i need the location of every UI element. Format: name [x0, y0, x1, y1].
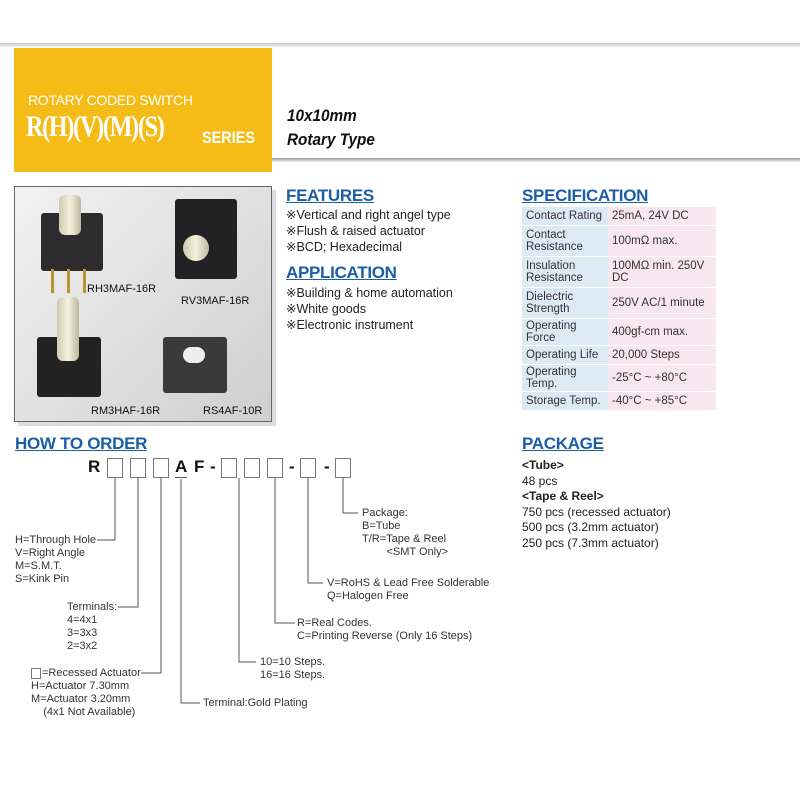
code-dash: -	[289, 457, 295, 476]
package-options: Package: B=Tube T/R=Tape & Reel <SMT Onl…	[362, 507, 448, 558]
spec-value: 25mA, 24V DC	[608, 207, 716, 225]
code-box-steps	[221, 458, 237, 478]
banner-subtitle: ROTARY CODED SWITCH	[28, 92, 193, 108]
code-box-rohs	[300, 458, 316, 478]
code-box-mount	[107, 458, 123, 478]
tube-qty: 48 pcs	[522, 473, 558, 488]
terminal-options: Terminals: 4=4x1 3=3x3 2=3x2	[67, 601, 118, 652]
feature-item: ※Flush & raised actuator	[286, 224, 426, 238]
photo-label: RS4AF-10R	[203, 405, 263, 417]
reel-label: <Tape & Reel>	[522, 489, 604, 504]
spec-row: Operating Temp.-25°C ~ +80°C	[522, 365, 716, 391]
code-a: A	[175, 457, 188, 478]
actuator-options: =Recessed Actuator H=Actuator 7.30mm M=A…	[31, 667, 141, 718]
reel-qty: 500 pcs (3.2mm actuator)	[522, 520, 659, 535]
code-dash: -	[324, 457, 330, 476]
feature-item: ※Vertical and right angel type	[286, 208, 451, 222]
application-item: ※Electronic instrument	[286, 318, 414, 332]
reel-qty: 250 pcs (7.3mm actuator)	[522, 535, 659, 550]
spec-label: Operating Force	[522, 319, 608, 345]
spec-label: Contact Resistance	[522, 226, 608, 256]
steps-options: 10=10 Steps. 16=16 Steps.	[260, 656, 326, 681]
code-box-codes	[267, 458, 283, 478]
spec-label: Storage Temp.	[522, 392, 608, 410]
package-heading: PACKAGE	[522, 434, 604, 453]
specification-heading: SPECIFICATION	[522, 186, 649, 205]
spec-label: Contact Rating	[522, 207, 608, 225]
code-prefix: R	[88, 457, 101, 476]
code-options: R=Real Codes. C=Printing Reverse (Only 1…	[297, 617, 473, 642]
title-banner: ROTARY CODED SWITCH R(H)(V)(M)(S) SERIES	[14, 48, 272, 172]
header-divider	[272, 158, 800, 162]
product-photo-panel: RH3MAF-16R RV3MAF-16R RM3HAF-16R RS4AF-1…	[14, 186, 272, 422]
series-label: SERIES	[202, 128, 256, 147]
spec-value: 100mΩ max.	[608, 226, 716, 256]
mount-options: H=Through Hole V=Right Angle M=S.M.T. S=…	[15, 534, 97, 585]
application-heading: APPLICATION	[286, 263, 397, 282]
series-name: R(H)(V)(M)(S)	[26, 110, 165, 143]
application-item: ※White goods	[286, 302, 366, 316]
feature-item: ※BCD; Hexadecimal	[286, 240, 403, 254]
photo-label: RV3MAF-16R	[181, 295, 250, 307]
photo-label: RM3HAF-16R	[91, 405, 161, 417]
code-box-steps	[244, 458, 260, 478]
how-to-order-heading: HOW TO ORDER	[15, 434, 148, 453]
spec-value: 100MΩ min. 250V DC	[608, 257, 716, 287]
spec-value: 250V AC/1 minute	[608, 288, 716, 318]
spec-row: Storage Temp.-40°C ~ +85°C	[522, 392, 716, 410]
spec-value: -25°C ~ +80°C	[608, 365, 716, 391]
package-list: <Tube> 48 pcs <Tape & Reel> 750 pcs (rec…	[522, 458, 671, 552]
spec-label: Insulation Resistance	[522, 257, 608, 287]
features-heading: FEATURES	[286, 186, 374, 205]
spec-value: 20,000 Steps	[608, 346, 716, 364]
application-item: ※Building & home automation	[286, 286, 453, 300]
spec-value: -40°C ~ +85°C	[608, 392, 716, 410]
rohs-options: V=RoHS & Lead Free Solderable Q=Halogen …	[327, 577, 490, 602]
code-box-actuator	[153, 458, 169, 478]
recessed-box-icon	[31, 668, 41, 679]
tube-label: <Tube>	[522, 458, 564, 472]
reel-qty: 750 pcs (recessed actuator)	[522, 504, 671, 519]
plating-note: Terminal:Gold Plating	[203, 697, 308, 709]
spec-value: 400gf-cm max.	[608, 319, 716, 345]
photo-label: RH3MAF-16R	[87, 283, 157, 295]
code-dash: -	[210, 457, 216, 476]
code-f: F	[194, 457, 205, 476]
spec-label: Operating Life	[522, 346, 608, 364]
size-label: 10x10mm	[287, 106, 357, 125]
type-label: Rotary Type	[287, 130, 375, 149]
spec-label: Dielectric Strength	[522, 288, 608, 318]
code-box-terminals	[130, 458, 146, 478]
spec-label: Operating Temp.	[522, 365, 608, 391]
top-divider	[0, 43, 800, 47]
code-box-package	[335, 458, 351, 478]
